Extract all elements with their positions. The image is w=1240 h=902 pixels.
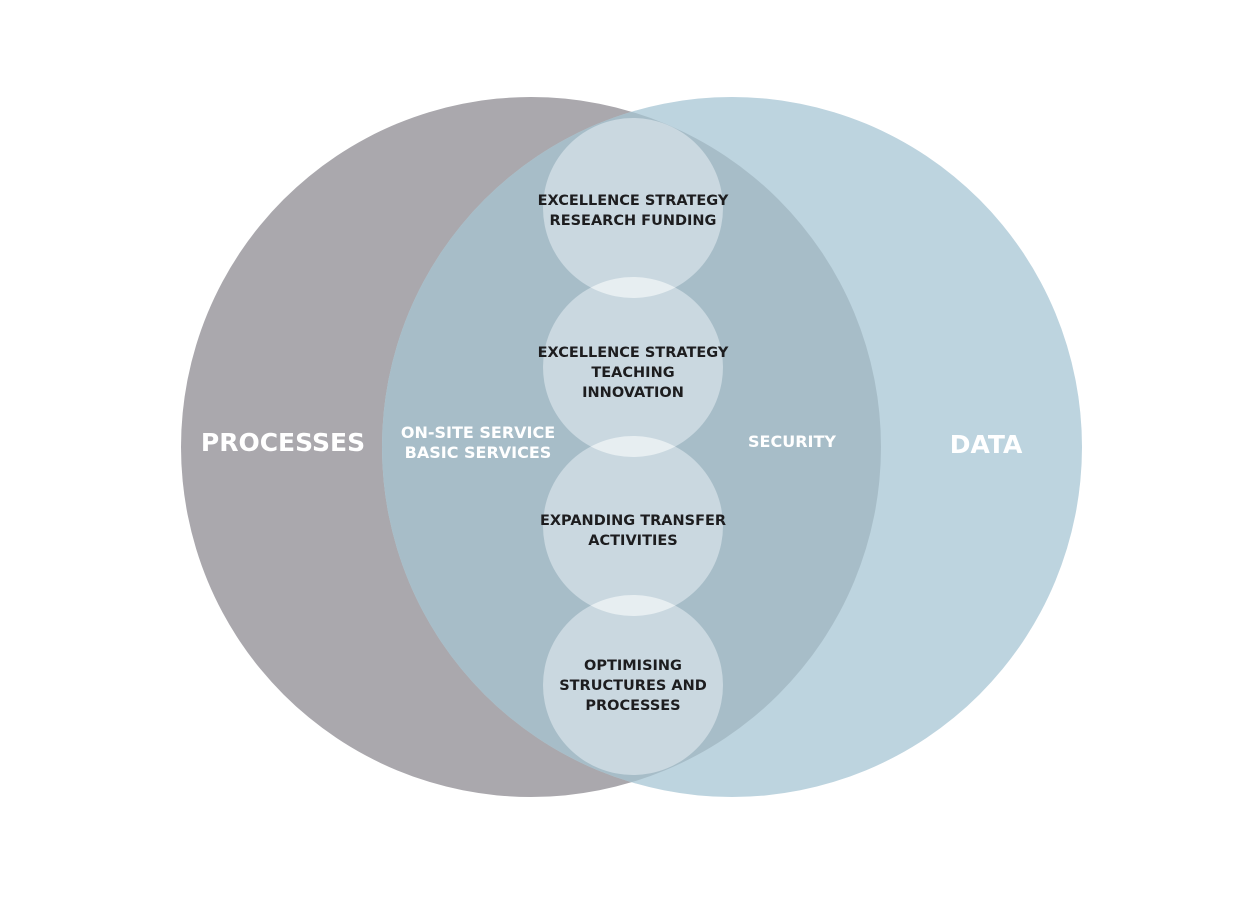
inner-circle-research-funding <box>543 118 723 298</box>
center-item-1-line-2: RESEARCH FUNDING <box>550 213 717 229</box>
center-item-4-line-2: STRUCTURES AND <box>559 678 707 694</box>
center-item-4-line-1: OPTIMISING <box>584 658 682 674</box>
inner-circle-optimising-structures <box>543 595 723 775</box>
center-item-2-line-1: EXCELLENCE STRATEGY <box>538 345 729 361</box>
overlap-region <box>382 97 881 797</box>
center-item-2-line-3: INNOVATION <box>582 385 684 401</box>
center-item-3-line-2: ACTIVITIES <box>588 533 677 549</box>
center-item-1-line-1: EXCELLENCE STRATEGY <box>538 193 729 209</box>
center-item-3-line-1: EXPANDING TRANSFER <box>540 513 726 529</box>
inner-circle-teaching-innovation <box>543 277 723 457</box>
data-label: DATA <box>950 430 1023 459</box>
center-item-2-line-2: TEACHING <box>591 365 674 381</box>
security-label: SECURITY <box>748 432 836 451</box>
on-site-service-label: ON-SITE SERVICE <box>401 423 555 442</box>
basic-services-label: BASIC SERVICES <box>405 443 552 462</box>
processes-label: PROCESSES <box>201 428 365 457</box>
inner-circle-transfer-activities <box>543 436 723 616</box>
center-item-4-line-3: PROCESSES <box>585 698 680 714</box>
